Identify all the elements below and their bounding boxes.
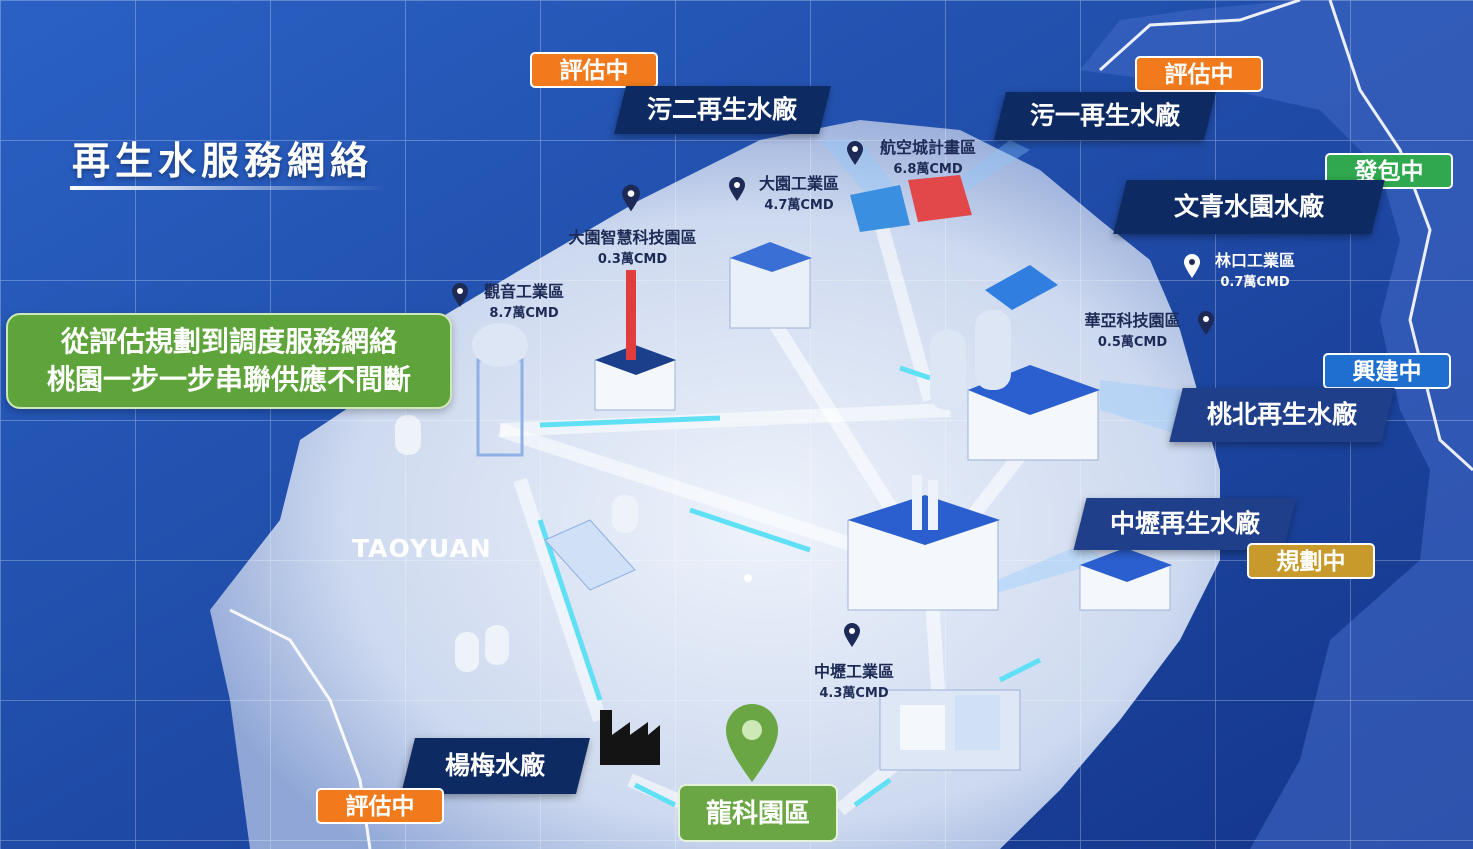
- zone-volume: 0.7萬CMD: [1220, 275, 1290, 290]
- plant-label-yangmei: 楊梅水廠: [401, 738, 590, 794]
- title-underline: [70, 186, 388, 190]
- zone-guanyin: 觀音工業區 8.7萬CMD: [470, 278, 578, 321]
- zone-name: 中壢工業區: [813, 662, 894, 681]
- zone-volume: 0.3萬CMD: [597, 252, 668, 267]
- status-badge-taobei: 興建中: [1323, 353, 1451, 389]
- zone-huaya: 華亞科技園區 0.5萬CMD: [1070, 307, 1195, 350]
- zone-name: 華亞科技園區: [1084, 311, 1181, 330]
- location-pin-icon: [1198, 311, 1214, 335]
- status-badge-wu2: 評估中: [530, 52, 658, 88]
- zone-smart: 大園智慧科技園區 0.3萬CMD: [550, 224, 715, 267]
- zone-name: 大園工業區: [758, 174, 839, 193]
- plant-label-taobei: 桃北再生水廠: [1169, 388, 1395, 442]
- location-pin-icon: [452, 283, 468, 307]
- location-pin-icon: [1184, 254, 1200, 278]
- zone-hangkong: 航空城計畫區 6.8萬CMD: [868, 134, 988, 177]
- slogan-line-2: 桃園一步一步串聯供應不間斷: [46, 363, 411, 396]
- location-pin-icon: [622, 184, 640, 212]
- longke-pin-icon: [726, 704, 778, 782]
- location-pin-icon: [844, 623, 860, 647]
- zone-linkou: 林口工業區 0.7萬CMD: [1200, 247, 1310, 290]
- plant-label-wenqing: 文青水園水廠: [1113, 180, 1385, 234]
- plant-name-yangmei: 楊梅水廠: [445, 751, 546, 780]
- zone-name: 林口工業區: [1214, 251, 1295, 270]
- plant-label-wu1: 污一再生水廠: [994, 92, 1216, 140]
- plant-name-wenqing: 文青水園水廠: [1173, 192, 1324, 221]
- plant-name-zhongli: 中壢再生水廠: [1109, 509, 1260, 538]
- zone-volume: 6.8萬CMD: [893, 162, 963, 177]
- region-label: TAOYUAN: [352, 534, 492, 563]
- zone-zhongli-industrial: 中壢工業區 4.3萬CMD: [800, 658, 908, 701]
- zone-name: 觀音工業區: [483, 282, 564, 301]
- zone-name: 航空城計畫區: [879, 138, 976, 157]
- plant-name-taobei: 桃北再生水廠: [1206, 400, 1357, 429]
- zone-name: 大園智慧科技園區: [568, 228, 697, 247]
- zone-volume: 4.7萬CMD: [764, 198, 834, 213]
- slogan-box: 從評估規劃到調度服務網絡 桃園一步一步串聯供應不間斷: [6, 313, 452, 409]
- plant-name-wu2: 污二再生水廠: [647, 95, 798, 124]
- status-badge-yangmei: 評估中: [316, 788, 444, 824]
- location-pin-icon: [847, 141, 863, 165]
- factory-icon: [600, 710, 660, 765]
- zone-volume: 4.3萬CMD: [819, 686, 889, 701]
- status-badge-wu1: 評估中: [1135, 56, 1263, 92]
- slogan-line-1: 從評估規劃到調度服務網絡: [60, 325, 397, 358]
- plant-label-wu2: 污二再生水廠: [614, 86, 831, 134]
- plant-name-wu1: 污一再生水廠: [1029, 101, 1180, 130]
- location-pin-icon: [729, 177, 745, 201]
- status-badge-zhongli: 規劃中: [1247, 543, 1375, 579]
- zone-volume: 8.7萬CMD: [489, 306, 559, 321]
- zone-volume: 0.5萬CMD: [1097, 335, 1168, 350]
- page-title: 再生水服務網絡: [72, 139, 374, 183]
- longke-park-label: 龍科園區: [678, 784, 838, 842]
- zone-dayuan: 大園工業區 4.7萬CMD: [748, 170, 850, 213]
